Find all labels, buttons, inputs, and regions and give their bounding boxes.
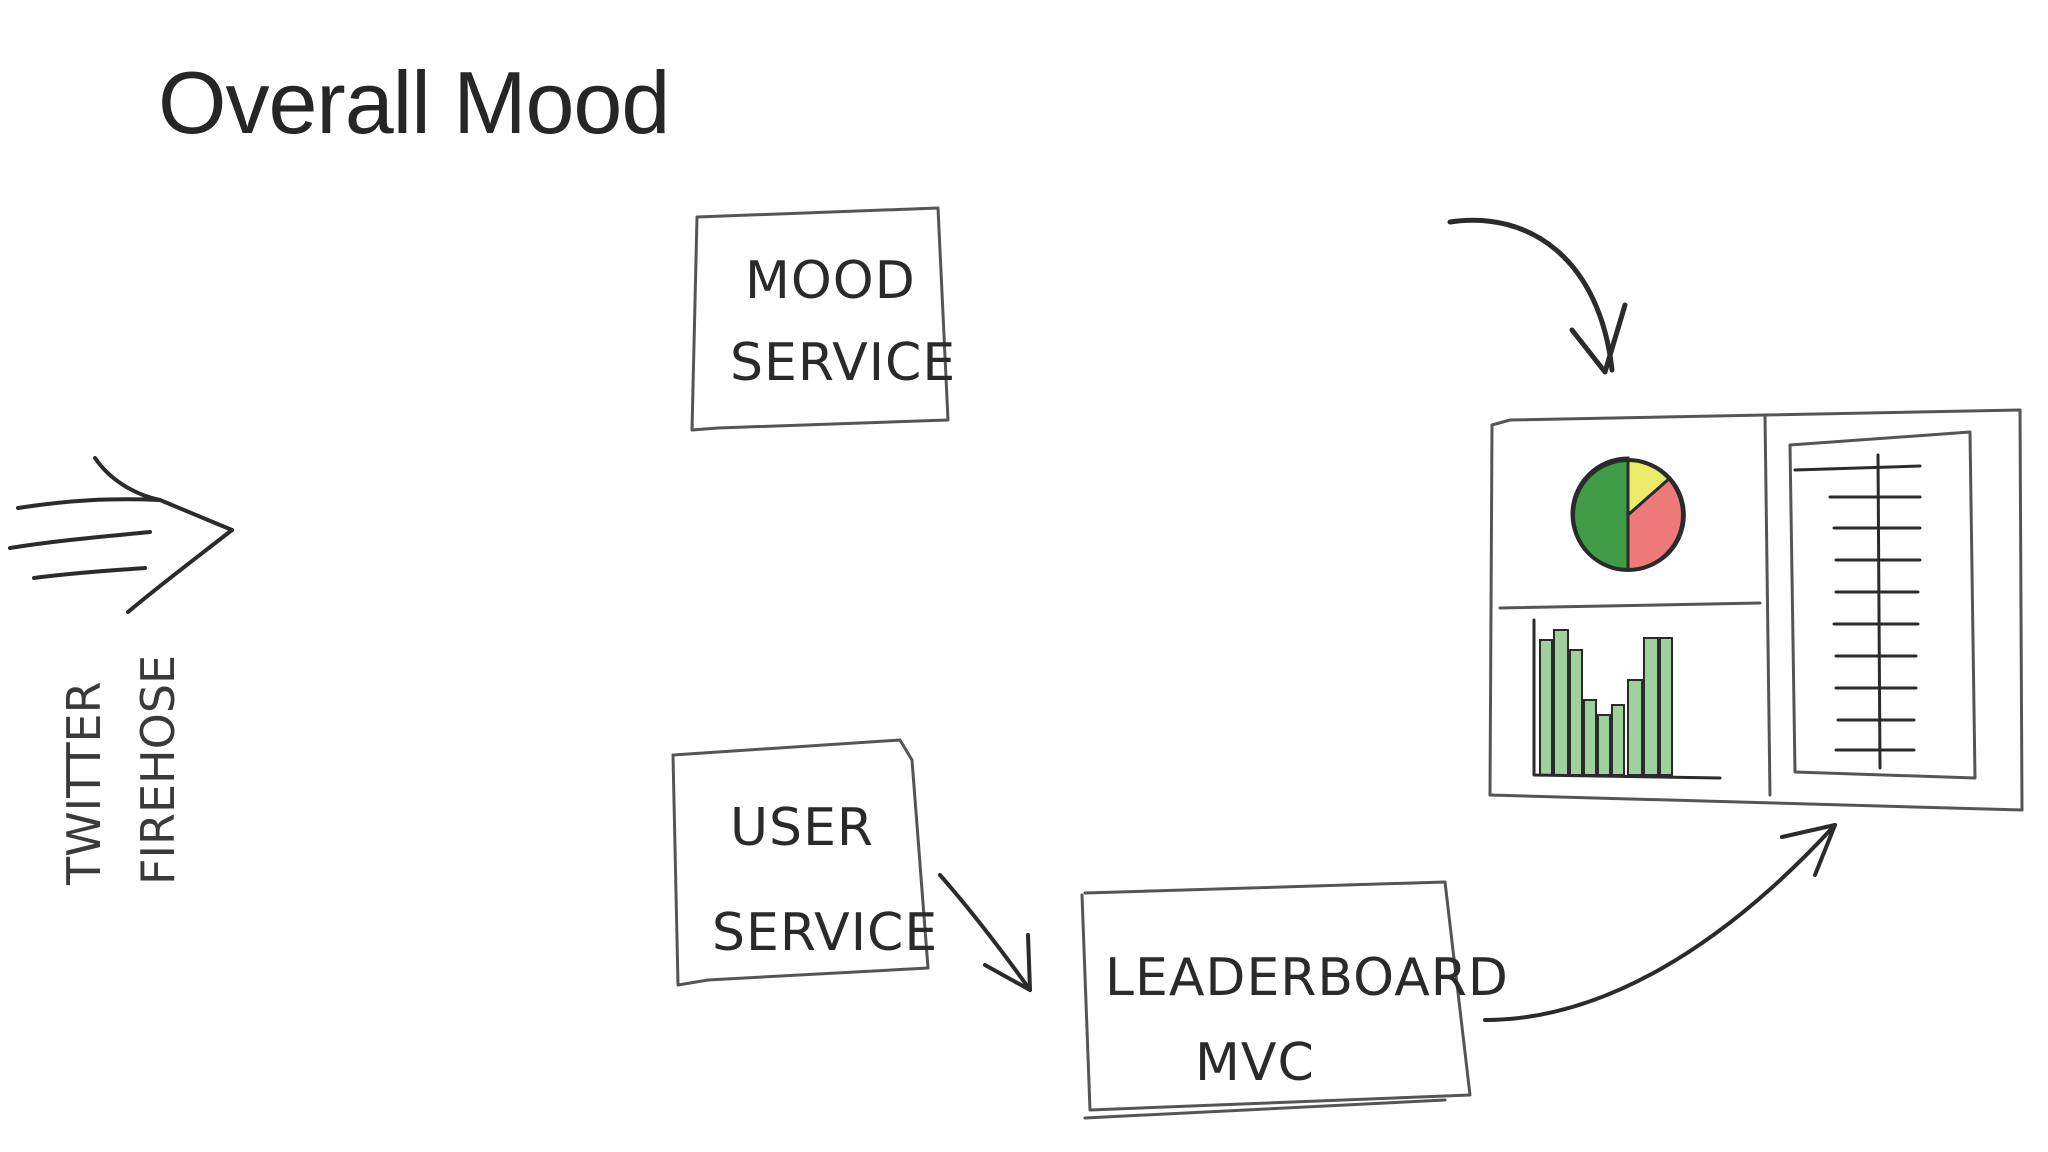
twitter-label: TWITTER	[57, 681, 111, 886]
dashboard-sketch	[1488, 408, 2024, 812]
mood-service-line2: SERVICE	[730, 333, 956, 393]
firehose-label: FIREHOSE	[131, 655, 185, 885]
user-service-line2: SERVICE	[712, 903, 938, 963]
pie-chart-icon	[1570, 456, 1686, 572]
user-service-line1: USER	[730, 798, 874, 858]
mood-service-line1: MOOD	[745, 251, 916, 311]
table-icon	[1788, 430, 1977, 780]
user-service-box: USER SERVICE	[671, 738, 938, 987]
bar-chart-icon	[1532, 618, 1722, 780]
page-title: Overall Mood	[158, 53, 670, 152]
mood-service-box: MOOD SERVICE	[690, 206, 956, 432]
mood-to-dashboard-arrow	[1447, 217, 1628, 375]
user-to-leaderboard-arrow	[938, 873, 1032, 992]
firehose-arrow	[8, 456, 234, 614]
leaderboard-mvc-box: LEADERBOARD MVC	[1080, 880, 1509, 1120]
leaderboard-line1: LEADERBOARD	[1105, 948, 1509, 1008]
leaderboard-line2: MVC	[1195, 1033, 1315, 1093]
twitter-firehose-label: TWITTER FIREHOSE	[57, 655, 185, 886]
leaderboard-to-dashboard-arrow	[1483, 823, 1837, 1022]
